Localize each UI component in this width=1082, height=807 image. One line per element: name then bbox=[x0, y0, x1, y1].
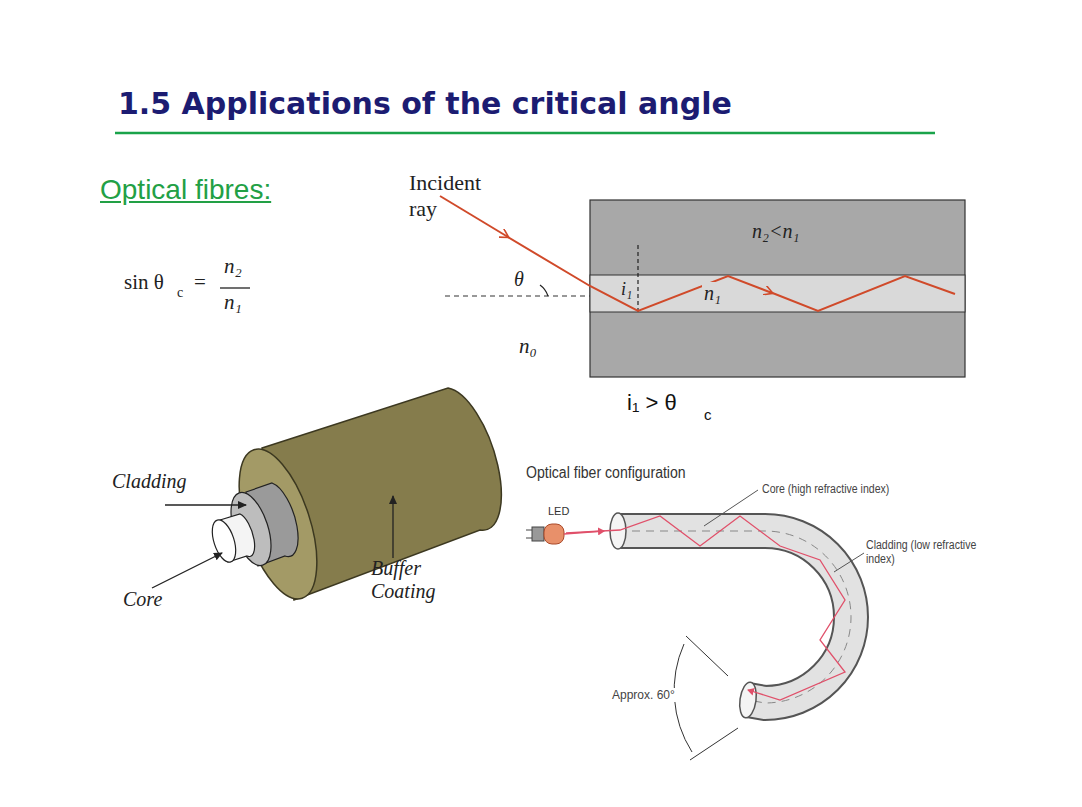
condition-subscript: c bbox=[704, 406, 712, 423]
region-label: n₂<n₁ bbox=[752, 220, 799, 243]
part-label: LED bbox=[548, 505, 569, 517]
angle-label: i₁ bbox=[619, 279, 634, 300]
angle-arc bbox=[540, 285, 548, 296]
light-ray bbox=[506, 236, 772, 311]
formula-denominator: n₁ bbox=[224, 290, 242, 315]
dimension-label: Approx. 60° bbox=[610, 688, 677, 702]
angle-marker bbox=[674, 636, 738, 760]
part-label: Cladding (low refractive index) bbox=[866, 538, 998, 566]
region-label: n₁ bbox=[702, 282, 723, 305]
light-ray bbox=[770, 276, 955, 311]
leader-arrow bbox=[392, 496, 393, 558]
formula-text: = bbox=[194, 270, 206, 295]
part-label: Buffer Coating bbox=[371, 557, 449, 603]
formula-text: sin θ bbox=[124, 270, 164, 295]
part-label: Cladding bbox=[112, 470, 186, 493]
leader-line bbox=[704, 490, 758, 526]
formula-subscript: c bbox=[177, 285, 183, 301]
normal-line bbox=[445, 295, 590, 296]
index-label: n₀ bbox=[519, 334, 537, 359]
condition-text: i₁ > θ bbox=[627, 390, 677, 416]
leader-line bbox=[834, 553, 864, 572]
formula-numerator: n₂ bbox=[224, 254, 242, 279]
title-underline bbox=[115, 132, 935, 135]
ray-label: Incident ray bbox=[409, 170, 509, 222]
leader-arrow bbox=[165, 504, 246, 505]
fibre-cable bbox=[208, 388, 502, 608]
light-ray bbox=[440, 196, 508, 237]
cladding-region: n₂<n₁n₁ bbox=[590, 200, 965, 275]
leader-arrow bbox=[152, 553, 222, 588]
part-label: Core (high refractive index) bbox=[762, 482, 889, 496]
cladding-region bbox=[590, 200, 965, 377]
core-band bbox=[590, 275, 965, 312]
slide-title: 1.5 Applications of the critical angle bbox=[118, 86, 732, 121]
section-heading: Optical fibres: bbox=[100, 174, 271, 206]
figure-caption: Optical fiber configuration bbox=[526, 464, 686, 482]
core-band: n₁ bbox=[590, 275, 965, 312]
normal-line bbox=[637, 245, 638, 312]
angle-label: θ bbox=[514, 268, 524, 291]
fraction-bar bbox=[220, 287, 250, 288]
bent-fibre bbox=[564, 513, 851, 719]
led-symbol bbox=[526, 524, 564, 544]
part-label: Core bbox=[123, 588, 162, 611]
